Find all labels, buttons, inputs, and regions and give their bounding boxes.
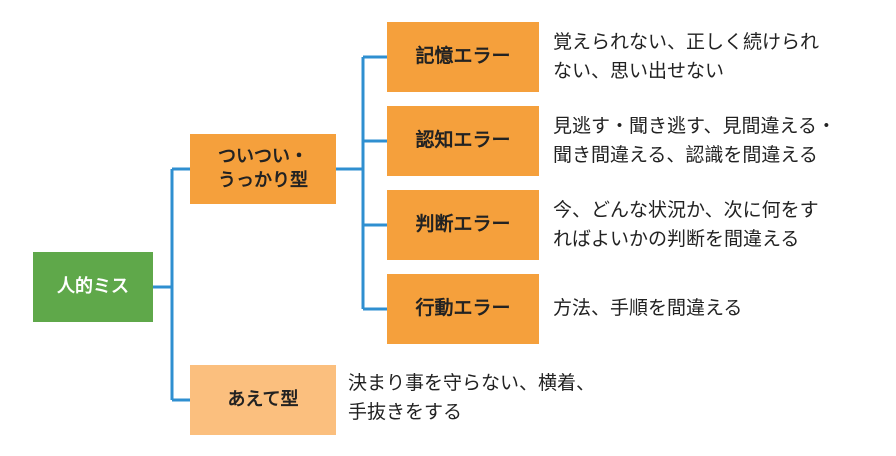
- error-memory-box: 記憶エラー: [387, 22, 539, 92]
- root-label: 人的ミス: [57, 275, 129, 297]
- error-judgment-box: 判断エラー: [387, 190, 539, 260]
- description-line: ない、思い出せない: [553, 59, 725, 82]
- error-recognition-label: 認知エラー: [415, 129, 511, 152]
- description-line: ればよいかの判断を間違える: [553, 227, 800, 250]
- error-memory-description: 覚えられない、正しく続けられ ない、思い出せない: [553, 28, 819, 85]
- error-memory-label: 記憶エラー: [415, 45, 511, 68]
- error-judgment-description: 今、どんな状況か、次に何をす ればよいかの判断を間違える: [553, 196, 819, 253]
- description-line: 方法、手順を間違える: [553, 297, 743, 319]
- error-action-box: 行動エラー: [387, 274, 539, 344]
- error-recognition-box: 認知エラー: [387, 106, 539, 176]
- root-human-error-box: 人的ミス: [33, 252, 153, 322]
- category-careless-label-line-2: うっかり型: [218, 170, 308, 191]
- description-line: 決まり事を守らない、横着、: [348, 372, 596, 394]
- error-action-label: 行動エラー: [415, 297, 511, 320]
- category-careless-box: ついつい・ うっかり型: [190, 134, 336, 204]
- error-recognition-description: 見逃す・聞き逃す、見間違える・ 聞き間違える、認識を間違える: [553, 112, 836, 169]
- category-intentional-description: 決まり事を守らない、横着、 手抜きをする: [348, 369, 595, 426]
- description-line: 見逃す・聞き逃す、見間違える・: [553, 115, 836, 137]
- description-line: 聞き間違える、認識を間違える: [553, 143, 818, 166]
- error-action-description: 方法、手順を間違える: [553, 294, 742, 323]
- error-judgment-label: 判断エラー: [415, 213, 511, 236]
- description-line: 手抜きをする: [348, 400, 463, 423]
- description-line: 覚えられない、正しく続けられ: [553, 31, 820, 53]
- description-line: 今、どんな状況か、次に何をす: [553, 199, 819, 221]
- category-intentional-label: あえて型: [227, 388, 299, 410]
- category-careless-label-line-1: ついつい・: [218, 145, 308, 167]
- category-intentional-box: あえて型: [190, 365, 336, 435]
